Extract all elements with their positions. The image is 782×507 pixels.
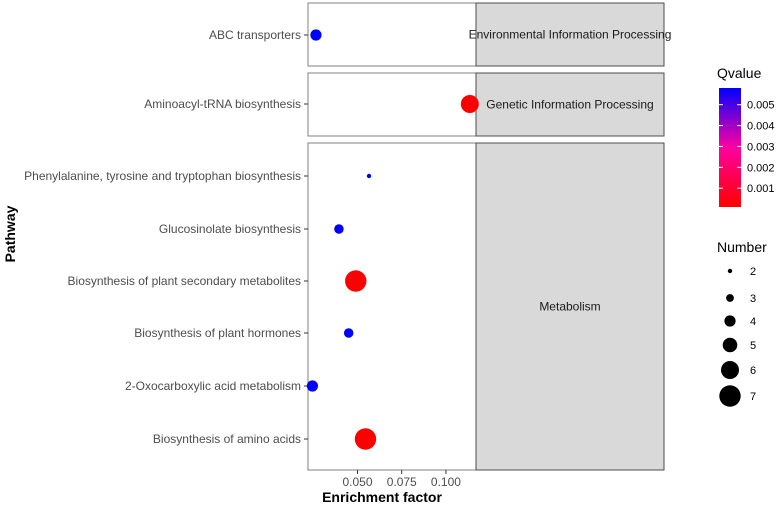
y-axis-title: Pathway bbox=[2, 205, 18, 262]
facet-strip bbox=[475, 2, 665, 67]
data-point bbox=[345, 270, 367, 292]
size-legend-key bbox=[726, 294, 734, 302]
colorbar-label: 0.001 bbox=[747, 183, 775, 195]
data-point bbox=[306, 380, 319, 392]
facet-strip-label: Metabolism bbox=[539, 300, 600, 314]
y-tick-label: Glucosinolate biosynthesis bbox=[159, 222, 301, 236]
size-legend-label: 2 bbox=[750, 266, 756, 278]
facet-strip-label: Environmental Information Processing bbox=[469, 28, 672, 42]
colorbar-label: 0.003 bbox=[747, 141, 775, 153]
size-legend-key bbox=[727, 268, 733, 274]
x-axis-title: Enrichment factor bbox=[322, 489, 442, 505]
qvalue-colorbar bbox=[719, 88, 741, 207]
y-tick-label: Biosynthesis of amino acids bbox=[153, 432, 301, 446]
y-tick-label: ABC transporters bbox=[209, 28, 301, 42]
y-tick-label: 2-Oxocarboxylic acid metabolism bbox=[125, 379, 301, 393]
x-tick-label: 0.100 bbox=[431, 475, 461, 489]
y-tick-label: Biosynthesis of plant hormones bbox=[134, 326, 301, 340]
colorbar-label: 0.002 bbox=[747, 162, 775, 174]
size-legend-key bbox=[724, 315, 736, 327]
data-point bbox=[310, 29, 322, 41]
facet-strip-label: Genetic Information Processing bbox=[486, 98, 653, 112]
size-legend-label: 5 bbox=[750, 340, 756, 352]
data-point bbox=[354, 428, 377, 450]
facet-strip bbox=[475, 142, 665, 471]
x-axis: 0.050 0.075 0.100 bbox=[343, 470, 461, 489]
x-tick-label: 0.075 bbox=[387, 475, 417, 489]
panel-plot-area bbox=[307, 142, 477, 471]
size-legend-label: 4 bbox=[750, 316, 756, 328]
size-legend-key bbox=[722, 337, 738, 353]
data-point bbox=[460, 95, 479, 113]
facet-strip bbox=[475, 72, 665, 137]
size-legend-key bbox=[721, 361, 739, 379]
y-tick-label: Aminoacyl-tRNA biosynthesis bbox=[144, 97, 301, 111]
data-point bbox=[334, 224, 344, 234]
size-legend-key bbox=[719, 385, 741, 407]
data-points bbox=[306, 29, 479, 450]
colorbar-label: 0.005 bbox=[747, 100, 775, 112]
size-legend-label: 3 bbox=[750, 293, 756, 305]
panel-plot-area bbox=[307, 2, 477, 67]
y-tick-label: Phenylalanine, tyrosine and tryptophan b… bbox=[24, 169, 301, 183]
colorbar-label: 0.004 bbox=[747, 121, 775, 133]
y-tick-label: Biosynthesis of plant secondary metaboli… bbox=[68, 274, 301, 288]
number-legend: Number 2 3 4 5 6 7 bbox=[717, 239, 767, 407]
number-legend-title: Number bbox=[717, 239, 767, 255]
size-legend-label: 7 bbox=[750, 391, 756, 403]
panel-plot-area bbox=[307, 72, 477, 137]
data-point bbox=[343, 328, 354, 338]
data-point bbox=[366, 173, 372, 179]
facet-panels: Environmental Information Processing ABC … bbox=[24, 2, 672, 471]
qvalue-legend: Qvalue 0.001 0.002 0.003 0.004 0.005 bbox=[717, 65, 775, 207]
x-tick-label: 0.050 bbox=[343, 475, 373, 489]
qvalue-legend-title: Qvalue bbox=[717, 65, 762, 81]
size-legend-label: 6 bbox=[750, 365, 756, 377]
